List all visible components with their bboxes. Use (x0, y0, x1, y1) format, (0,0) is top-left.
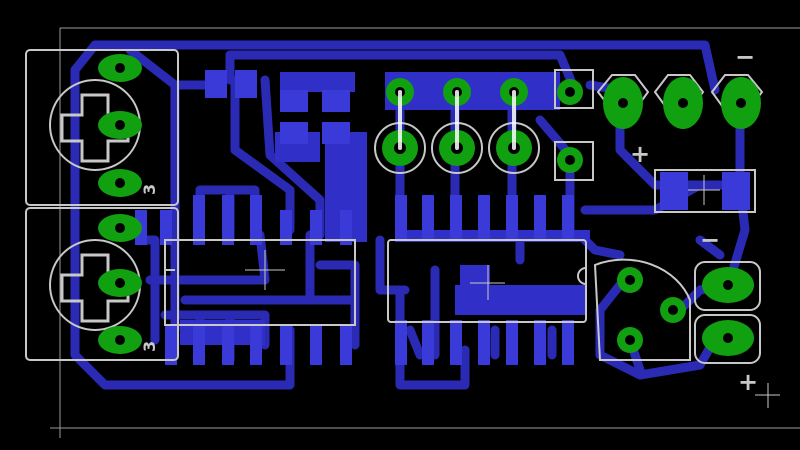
board-outline (50, 27, 800, 438)
crosshair-markers (245, 175, 780, 408)
smd-pads (135, 70, 750, 365)
cap-minus-label: − (700, 226, 720, 254)
highlighted-wires (398, 90, 516, 150)
cap-plus-label: + (738, 368, 758, 396)
header-plus-label: + (630, 140, 650, 168)
silk-labels: 3 3 + − − + (140, 43, 758, 396)
header-minus-label: − (735, 43, 755, 71)
silkscreen (25, 49, 764, 364)
pot1-pin-label: 3 (140, 184, 159, 195)
pot2-pin-label: 3 (140, 341, 159, 352)
